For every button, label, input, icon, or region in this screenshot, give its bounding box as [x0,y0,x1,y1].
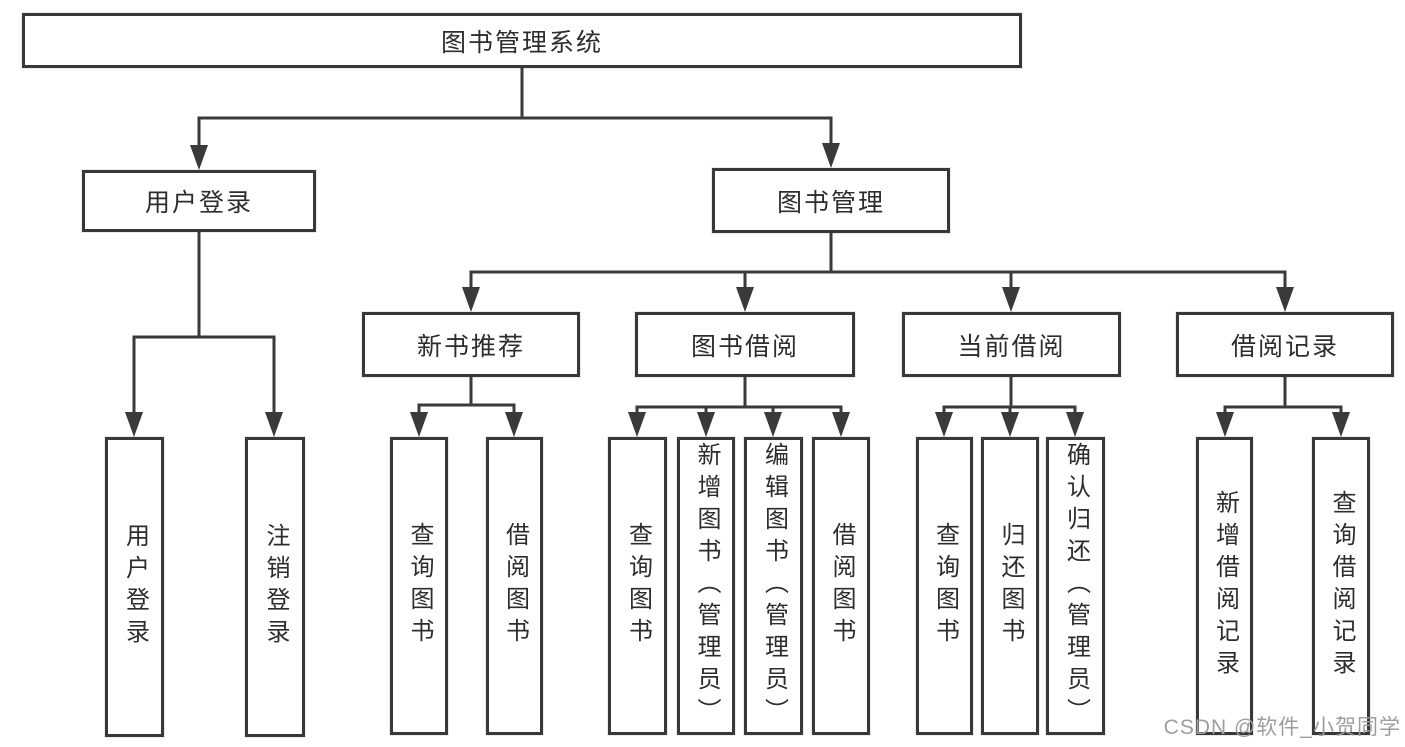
leaf-logout: 注销登录 [245,437,305,737]
leaf-confirm-return-admin: 确认归还（管理员） [1046,437,1105,735]
node-root: 图书管理系统 [22,13,1022,68]
leaf-user-login-label: 用户登录 [121,523,149,651]
leaf-edit-book-admin-label: 编辑图书（管理员） [760,442,788,730]
leaf-add-book-admin: 新增图书（管理员） [677,437,735,735]
node-book-borrowing-label: 图书借阅 [690,332,799,361]
node-new-book-recommendation: 新书推荐 [362,312,580,377]
leaf-query-books-3-label: 查询图书 [931,522,959,650]
node-book-borrowing: 图书借阅 [635,312,855,377]
leaf-add-borrow-record: 新增借阅记录 [1196,437,1253,735]
watermark: CSDN @软件_小贺同学 [1163,716,1401,739]
leaf-borrow-books-2-label: 借阅图书 [828,522,855,650]
node-new-book-recommendation-label: 新书推荐 [416,332,525,361]
leaf-query-books-1-label: 查询图书 [406,522,433,650]
leaf-edit-book-admin: 编辑图书（管理员） [744,437,803,735]
leaf-borrow-books-2: 借阅图书 [812,437,870,735]
leaf-add-borrow-record-label: 新增借阅记录 [1211,490,1239,682]
leaf-query-books-1: 查询图书 [390,437,448,735]
node-current-borrowing: 当前借阅 [902,312,1121,377]
node-book-management: 图书管理 [712,168,950,233]
node-user-login-module: 用户登录 [82,170,316,232]
leaf-query-books-2: 查询图书 [608,437,667,735]
leaf-borrow-books-1-label: 借阅图书 [501,522,529,650]
leaf-add-book-admin-label: 新增图书（管理员） [693,442,720,730]
node-borrowing-records-label: 借阅记录 [1230,332,1339,361]
leaf-query-borrow-record-label: 查询借阅记录 [1328,490,1355,682]
leaf-user-login: 用户登录 [105,437,164,737]
leaf-query-borrow-record: 查询借阅记录 [1312,437,1370,735]
leaf-borrow-books-1: 借阅图书 [486,437,543,735]
node-current-borrowing-label: 当前借阅 [957,332,1066,361]
leaf-return-book: 归还图书 [981,437,1039,735]
node-root-label: 图书管理系统 [440,28,603,57]
leaf-return-book-label: 归还图书 [997,522,1024,650]
node-book-management-label: 图书管理 [776,188,885,217]
leaf-query-books-3: 查询图书 [916,437,973,735]
leaf-query-books-2-label: 查询图书 [624,522,652,650]
node-borrowing-records: 借阅记录 [1176,312,1394,377]
node-user-login-module-label: 用户登录 [144,189,253,217]
leaf-logout-label: 注销登录 [262,523,289,651]
leaf-confirm-return-admin-label: 确认归还（管理员） [1062,442,1090,730]
